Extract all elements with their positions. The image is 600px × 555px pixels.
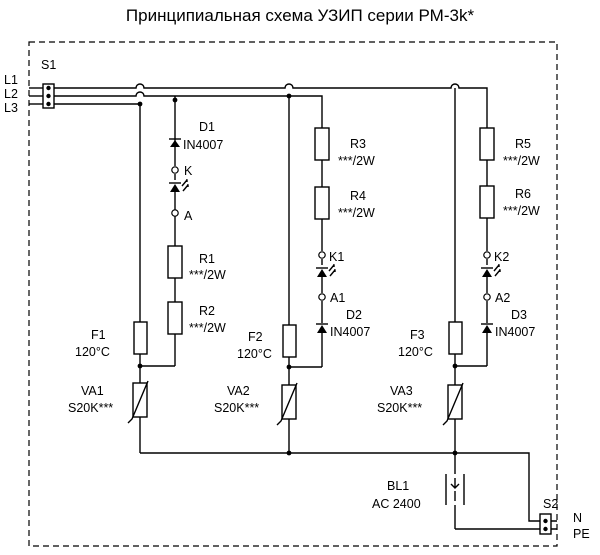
- terminal-l3-label: L3: [4, 101, 18, 115]
- led-3-symbol: [481, 264, 501, 277]
- junction-dot: [286, 93, 292, 99]
- r4-value: ***/2W: [338, 206, 375, 220]
- r5-ref: R5: [515, 137, 531, 151]
- a1-terminal-label: A1: [330, 291, 345, 305]
- common-neutral-bus: [140, 452, 540, 522]
- resistor-r5: [479, 127, 495, 161]
- k-terminal-dot: [171, 166, 179, 174]
- terminal-n-label: N: [573, 511, 582, 525]
- junction-dot: [286, 450, 292, 456]
- va1-ref: VA1: [81, 384, 104, 398]
- resistor-r6: [479, 185, 495, 219]
- resistor-r3: [314, 127, 330, 161]
- d3-ref: D3: [511, 308, 527, 322]
- varistor-va3: [442, 382, 464, 426]
- terminal-output-stubs: [551, 520, 557, 530]
- fuse-f2: [282, 324, 297, 358]
- f1-ref: F1: [91, 328, 106, 342]
- a2-terminal-label: A2: [495, 291, 510, 305]
- resistor-r4: [314, 186, 330, 220]
- r4-ref: R4: [350, 189, 366, 203]
- diagram-title: Принципиальная схема УЗИП серии РМ-3k*: [126, 6, 475, 25]
- r5-value: ***/2W: [503, 154, 540, 168]
- r3-ref: R3: [350, 137, 366, 151]
- diode-d1-symbol: [169, 138, 181, 147]
- r1-value: ***/2W: [189, 268, 226, 282]
- terminal-input-stubs: [29, 87, 43, 105]
- fuse-f3: [448, 321, 463, 355]
- d3-part: IN4007: [495, 325, 535, 339]
- terminal-s2-label: S2: [543, 497, 558, 511]
- f3-ref: F3: [410, 328, 425, 342]
- wire-f3-va3: [454, 354, 487, 385]
- varistor-va1: [127, 380, 149, 424]
- gas-arrester-bl1: [445, 453, 465, 529]
- junction-dot: [137, 363, 143, 369]
- enclosure-border: [28, 41, 558, 547]
- f1-value: 120°C: [75, 345, 110, 359]
- a-terminal-dot: [171, 209, 179, 217]
- k2-terminal-label: K2: [494, 250, 509, 264]
- terminal-block-s2: [539, 513, 552, 535]
- k-terminal-label: K: [184, 164, 193, 178]
- terminal-block-s1: [42, 83, 55, 109]
- terminal-l2-label: L2: [4, 87, 18, 101]
- va3-value: S20K***: [377, 401, 422, 415]
- f2-value: 120°C: [237, 347, 272, 361]
- junction-dot: [286, 364, 292, 370]
- va1-value: S20K***: [68, 401, 113, 415]
- terminal-pe-label: PE: [573, 527, 590, 541]
- r2-value: ***/2W: [189, 321, 226, 335]
- resistor-r1: [167, 245, 183, 279]
- r2-ref: R2: [199, 304, 215, 318]
- d2-ref: D2: [346, 308, 362, 322]
- junction-dot: [172, 97, 178, 103]
- bus-l2: [54, 91, 323, 128]
- diode-d2-symbol: [316, 323, 328, 333]
- led-1-symbol: [169, 179, 189, 192]
- k1-terminal-dot: [318, 251, 326, 259]
- a-terminal-label: A: [184, 209, 193, 223]
- terminal-l1-label: L1: [4, 73, 18, 87]
- d1-part: IN4007: [183, 138, 223, 152]
- d1-ref: D1: [199, 120, 215, 134]
- va3-ref: VA3: [390, 384, 413, 398]
- r6-value: ***/2W: [503, 204, 540, 218]
- va2-value: S20K***: [214, 401, 259, 415]
- r1-ref: R1: [199, 252, 215, 266]
- junction-dot: [452, 363, 458, 369]
- varistor-va2: [276, 382, 298, 426]
- f3-value: 120°C: [398, 345, 433, 359]
- k1-terminal-label: K1: [329, 250, 344, 264]
- a1-terminal-dot: [318, 293, 326, 301]
- k2-terminal-dot: [483, 251, 491, 259]
- bus-l1: [54, 83, 488, 128]
- junction-dot: [137, 101, 143, 107]
- led-2-symbol: [316, 264, 336, 277]
- wire-f1-va1: [139, 354, 175, 383]
- d2-part: IN4007: [330, 325, 370, 339]
- r6-ref: R6: [515, 187, 531, 201]
- diode-d3-symbol: [481, 323, 493, 333]
- va2-ref: VA2: [227, 384, 250, 398]
- wire-f2-va2: [288, 357, 322, 385]
- fuse-f1: [133, 321, 148, 355]
- a2-terminal-dot: [483, 293, 491, 301]
- bus-l3: [54, 88, 456, 325]
- r3-value: ***/2W: [338, 154, 375, 168]
- bl1-value: AC 2400: [372, 497, 421, 511]
- bl1-ref: BL1: [387, 479, 409, 493]
- resistor-r2: [167, 301, 183, 335]
- terminal-s1-label: S1: [41, 58, 56, 72]
- f2-ref: F2: [248, 330, 263, 344]
